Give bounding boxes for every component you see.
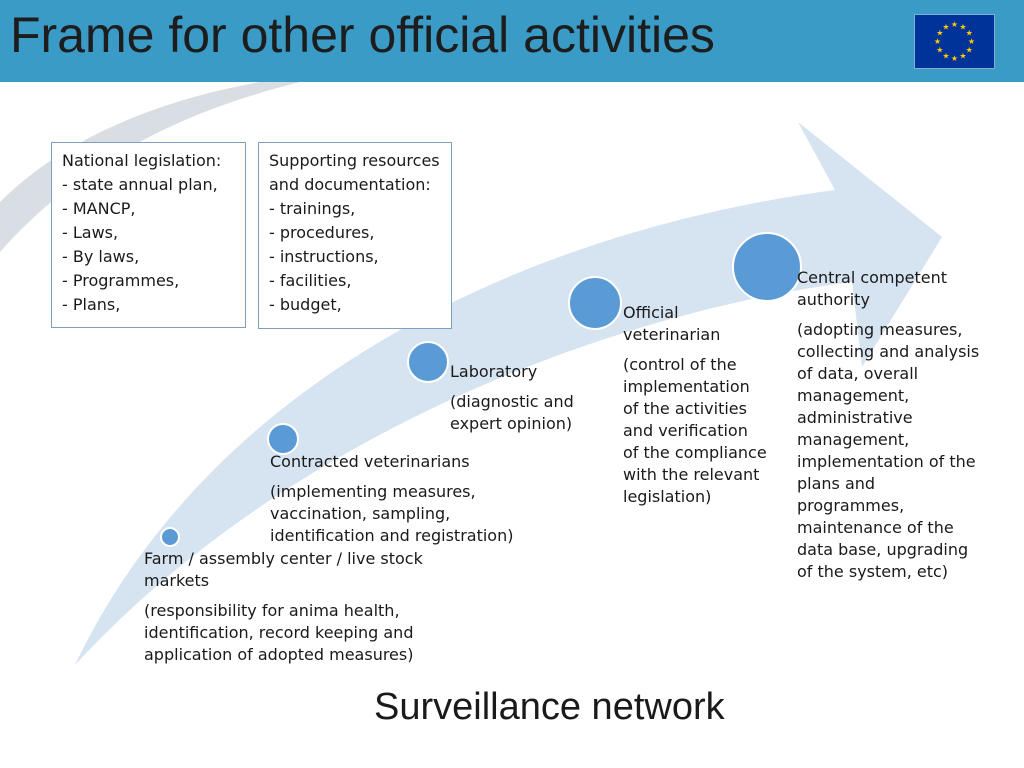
stage-description: (adopting measures, collecting and analy… [797,320,980,581]
stage-description: (responsibility for anima health, identi… [144,601,414,664]
stage-label-contracted-vets: Contracted veterinarians (implementing m… [270,451,525,547]
star-icon: ★ [936,46,943,55]
stage-node-farm [160,527,180,547]
stage-title: Laboratory [450,362,538,381]
star-icon: ★ [934,37,941,46]
star-icon: ★ [936,29,943,38]
stage-node-official-vet [568,276,622,330]
legislation-line: - Plans, [62,295,121,314]
resources-line: and documentation: [269,175,431,194]
stage-label-central-authority: Central competent authority (adopting me… [797,267,982,583]
star-icon: ★ [951,54,958,63]
resources-line: - budget, [269,295,342,314]
stage-title: Contracted veterinarians [270,452,470,471]
stage-description: (implementing measures, vaccination, sam… [270,482,514,545]
legislation-line: - By laws, [62,247,140,266]
stage-node-laboratory [407,341,449,383]
stage-description: (diagnostic and expert opinion) [450,392,574,433]
legislation-line: - MANCP, [62,199,136,218]
stage-title: Central competent authority [797,268,948,309]
stage-title: Farm / assembly center / live stock mark… [144,549,423,590]
stage-node-central-authority [732,232,802,302]
star-icon: ★ [942,52,949,61]
star-icon: ★ [966,29,973,38]
stage-label-laboratory: Laboratory (diagnostic and expert opinio… [450,361,585,435]
resources-line: - procedures, [269,223,375,242]
resources-line: - facilities, [269,271,352,290]
legislation-line: - Laws, [62,223,119,242]
eu-flag-icon: ★★★★★★★★★★★★ [914,14,995,69]
footer-caption: Surveillance network [374,686,725,728]
resources-line: Supporting resources [269,151,440,170]
supporting-resources-box: Supporting resources and documentation: … [258,142,452,329]
legislation-line: National legislation: [62,151,222,170]
star-icon: ★ [966,46,973,55]
diagram: National legislation: - state annual pla… [0,82,1024,768]
star-icon: ★ [951,20,958,29]
legislation-line: - state annual plan, [62,175,218,194]
star-icon: ★ [959,22,966,31]
header-bar: Frame for other official activities ★★★★… [0,0,1024,82]
star-icon: ★ [959,52,966,61]
stage-node-contracted-vets [267,423,299,455]
stage-description: (control of the implementation of the ac… [623,355,767,506]
resources-line: - instructions, [269,247,379,266]
legislation-line: - Programmes, [62,271,180,290]
stage-title: Official veterinarian [623,303,721,344]
national-legislation-box: National legislation: - state annual pla… [51,142,246,328]
star-icon: ★ [942,22,949,31]
progress-arrow [75,122,942,665]
star-icon: ★ [968,37,975,46]
page-title: Frame for other official activities [10,7,715,63]
stage-label-official-vet: Official veterinarian (control of the im… [623,302,768,508]
stage-label-farm: Farm / assembly center / live stock mark… [144,548,434,666]
eu-flag-stars: ★★★★★★★★★★★★ [934,20,975,63]
resources-line: - trainings, [269,199,356,218]
